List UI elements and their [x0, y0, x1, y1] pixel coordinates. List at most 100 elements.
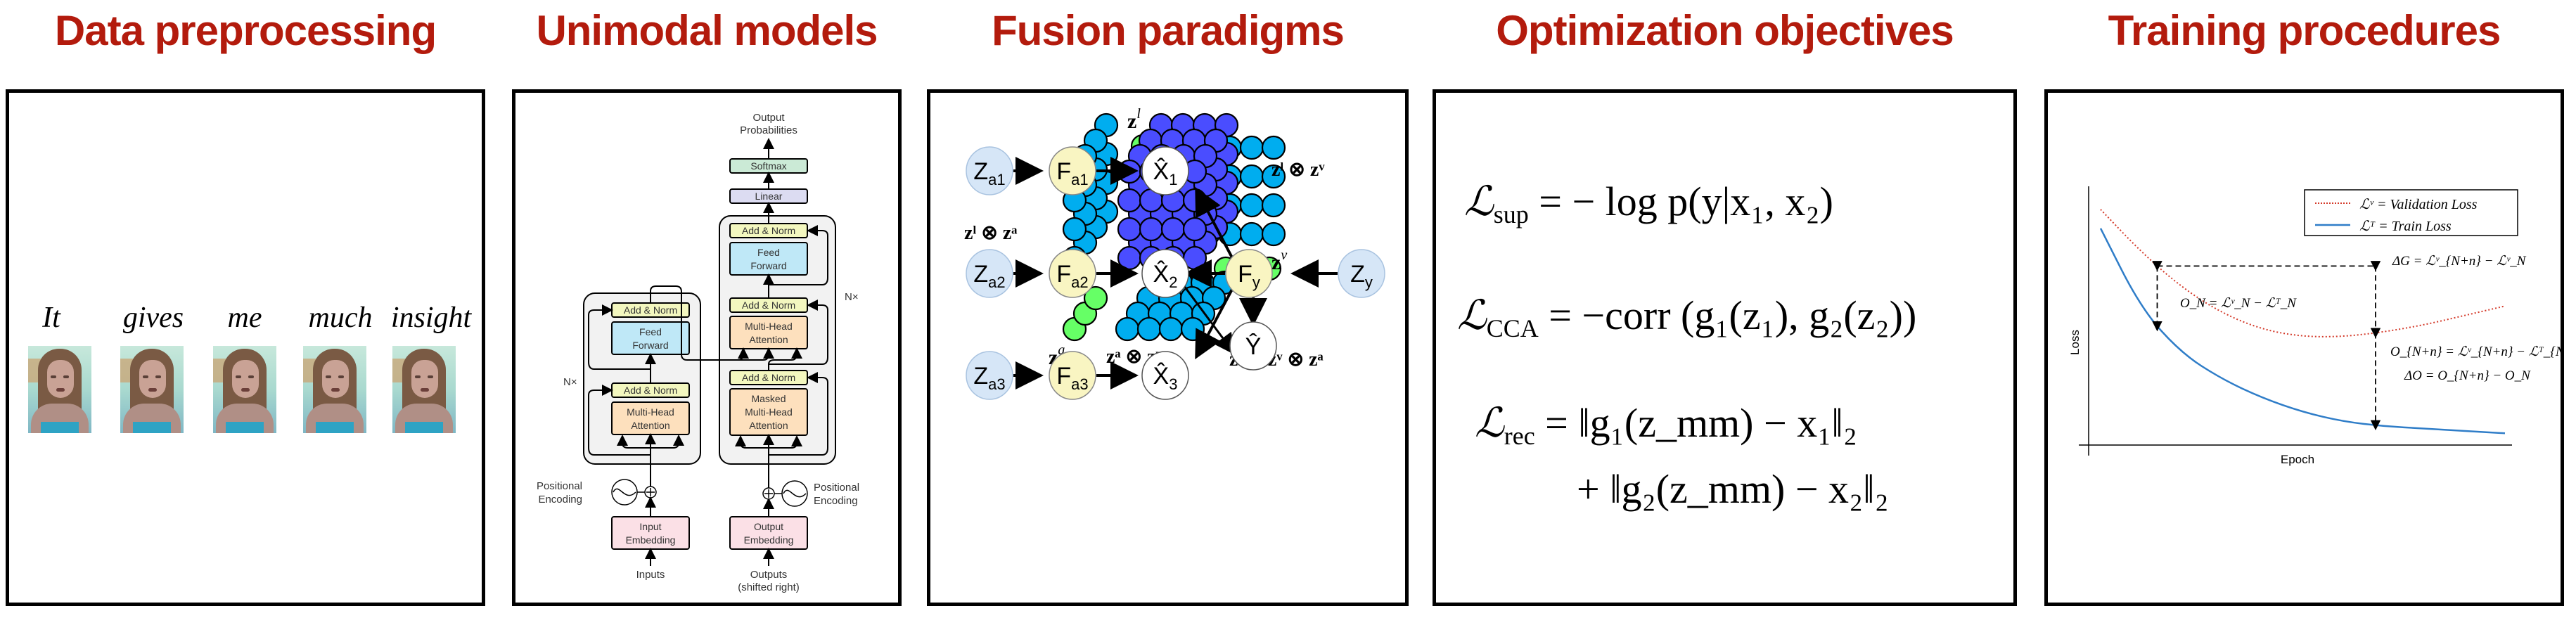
tensor-ball-zl-zv: [1261, 135, 1286, 160]
panel-unimodal-models: Add & Norm Feed Forward Add & Norm Multi…: [512, 89, 902, 606]
outputs-label: (shifted right): [738, 581, 800, 593]
legend-box: [2304, 189, 2518, 236]
loss-sup-equation: ℒsup = − log p(y|x₁, x₂): [1464, 177, 1833, 228]
decoder-nx-label: N×: [845, 291, 859, 303]
tensor-ball-zl-zv: [1239, 135, 1264, 160]
video-frame-thumbnail: [120, 346, 184, 433]
node-x-hat-1-label: X̂1: [1153, 157, 1178, 188]
word-label: me: [227, 302, 262, 334]
header-training-procedures: Training procedures: [2108, 7, 2501, 54]
output-probabilities-label: Output: [752, 112, 785, 124]
add-norm-label: Add & Norm: [624, 304, 677, 316]
encoder-nx-label: N×: [563, 376, 577, 388]
node-z-a1-label: Za1: [973, 158, 1005, 188]
add-norm-label: Add & Norm: [742, 225, 795, 236]
node-f-a3: [1049, 351, 1096, 400]
label-zv: zv: [1271, 247, 1287, 274]
node-f-a3-label: Fa3: [1056, 363, 1088, 393]
attention-label: Attention: [749, 334, 788, 345]
attention-label: Multi-Head: [745, 406, 793, 418]
fusion-diagram: zl zˡ ⊗ zᵛ zˡ ⊗ zᵃ zv za zᵃ ⊗ zᵛ zˡ ⊗ zᵛ…: [964, 106, 1385, 400]
positional-encoding-label: Encoding: [538, 494, 582, 506]
node-z-a1: [966, 146, 1013, 195]
tensor-ball-core: [1117, 245, 1142, 271]
feed-forward-label: Feed: [639, 326, 662, 337]
node-z-a3: [966, 351, 1013, 400]
y-axis-label: Loss: [2068, 330, 2082, 355]
tensor-ball-zl-zv: [1239, 193, 1264, 218]
feed-forward-label: Forward: [750, 260, 786, 271]
attention-label: Multi-Head: [745, 321, 793, 332]
positional-encoding-label: Positional: [537, 480, 582, 492]
node-f-a1-label: Fa1: [1056, 158, 1088, 188]
tensor-ball-zl-zv: [1239, 164, 1264, 189]
embedding-label: Input: [639, 521, 661, 532]
attention-label: Masked: [751, 393, 786, 404]
add-norm-label: Add & Norm: [742, 300, 795, 311]
tensor-ball-zl-zv: [1261, 221, 1286, 247]
panel-fusion-paradigms: zl zˡ ⊗ zᵛ zˡ ⊗ zᵃ zv za zᵃ ⊗ zᵛ zˡ ⊗ zᵛ…: [927, 89, 1409, 606]
word-label: It: [42, 302, 60, 334]
linear-label: Linear: [755, 191, 783, 202]
panel-optimization-objectives: ℒsup = − log p(y|x₁, x₂) ℒCCA = −corr (g…: [1433, 89, 2017, 606]
gap-markers: [2152, 261, 2381, 431]
node-x-hat-2-label: X̂2: [1153, 260, 1178, 291]
feed-forward-label: Forward: [632, 340, 668, 351]
softmax-label: Softmax: [750, 160, 786, 172]
node-x-hat-1: [1141, 146, 1189, 195]
node-x-hat-2: [1141, 249, 1189, 298]
node-z-a2-label: Za2: [973, 261, 1005, 291]
graph-edges: [1013, 157, 1338, 390]
label-zl: zl: [1127, 106, 1141, 133]
annotation-on: O_N = ℒᵛ_N − ℒᵀ_N: [2180, 296, 2297, 311]
positional-encoding-label: Positional: [814, 482, 859, 494]
annotation-on-plus-n: O_{N+n} = ℒᵛ_{N+n} − ℒᵀ_{N+n}: [2390, 345, 2561, 359]
node-f-a1: [1049, 146, 1096, 195]
legend-validation-label: ℒᵛ = Validation Loss: [2359, 197, 2478, 212]
tensor-ball-core: [1160, 217, 1186, 242]
word-label: insight: [390, 302, 472, 334]
attention-label: Multi-Head: [627, 406, 674, 418]
tensor-ball-core: [1117, 188, 1142, 213]
train-loss-line: [2099, 228, 2506, 434]
node-z-y-label: Zy: [1350, 261, 1373, 291]
header-data-preprocessing: Data preprocessing: [54, 7, 437, 54]
tensor-ball-core: [1117, 217, 1142, 242]
tensor-ball-core: [1139, 217, 1164, 242]
annotation-delta-o: ΔO = O_{N+n} − O_N: [2404, 368, 2531, 383]
tensor-ball-za-zv: [1136, 316, 1162, 342]
tensor-ball-za: [1083, 285, 1108, 311]
label-zl-otimes-za: zˡ ⊗ zᵃ: [964, 222, 1017, 244]
node-f-a2-label: Fa2: [1056, 261, 1088, 291]
embedding-label: Embedding: [626, 534, 676, 546]
attention-label: Attention: [631, 420, 669, 431]
node-x-hat-3-label: X̂3: [1153, 362, 1178, 393]
node-y-hat-label: Ŷ: [1245, 333, 1262, 360]
encoder-positional-encoding-icon: [611, 479, 638, 506]
loss-rec-equation-line2: + ‖g₂(z_mm) − x₂‖₂: [1577, 466, 1889, 512]
transformer-diagram: Add & Norm Feed Forward Add & Norm Multi…: [537, 112, 859, 593]
node-z-a2: [966, 249, 1013, 298]
header-unimodal-models: Unimodal models: [536, 7, 878, 54]
header-optimization-objectives: Optimization objectives: [1496, 7, 1954, 54]
loss-rec-equation: ℒrec = ‖g₁(z_mm) − x₁‖₂: [1475, 399, 1857, 450]
label-zl-otimes-zv: zˡ ⊗ zᵛ: [1271, 159, 1325, 181]
feed-forward-label: Feed: [757, 247, 780, 258]
embedding-label: Embedding: [744, 534, 794, 546]
annotation-delta-g: ΔG = ℒᵛ_{N+n} − ℒᵛ_N: [2392, 254, 2527, 269]
node-f-a2: [1049, 249, 1096, 298]
node-f-y-label: Fy: [1238, 261, 1260, 291]
video-frame-thumbnail: [303, 346, 366, 433]
tensor-ball-zl-zv: [1261, 193, 1286, 218]
loss-chart: Epoch Loss ℒᵛ = Validation Loss ℒᵀ = Tra…: [2068, 186, 2561, 466]
attention-label: Attention: [749, 420, 788, 431]
x-axis-label: Epoch: [2281, 453, 2314, 466]
tensor-ball-za-zv: [1115, 316, 1140, 342]
positional-encoding-label: Encoding: [814, 495, 858, 507]
word-label: gives: [122, 302, 184, 334]
add-norm-label: Add & Norm: [624, 385, 677, 396]
panel-training-procedures: Epoch Loss ℒᵛ = Validation Loss ℒᵀ = Tra…: [2044, 89, 2564, 606]
data-flow-arrows: [588, 138, 828, 566]
word-label: much: [308, 302, 373, 334]
